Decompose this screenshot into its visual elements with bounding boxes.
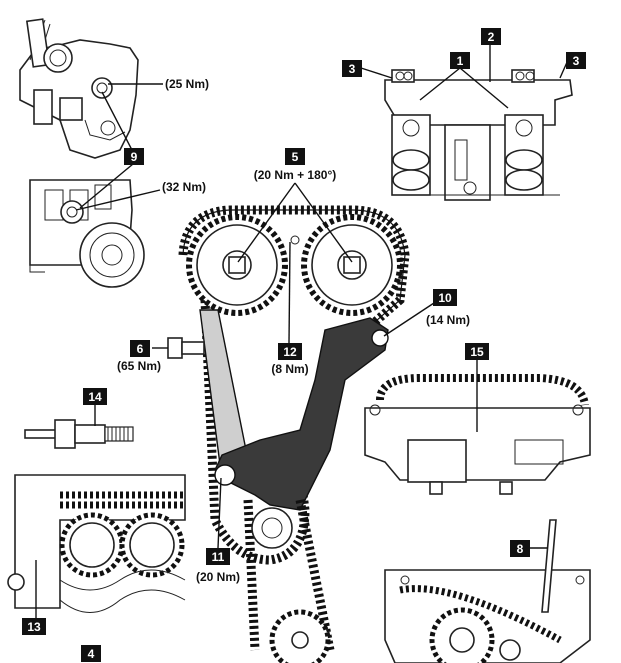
svg-text:10: 10 bbox=[438, 291, 452, 305]
svg-text:14: 14 bbox=[88, 390, 102, 404]
torque-12-label: (8 Nm) bbox=[271, 362, 308, 376]
torque-11-label: (20 Nm) bbox=[196, 570, 240, 584]
sprocket-holding-tool bbox=[7, 474, 186, 613]
svg-text:15: 15 bbox=[470, 345, 484, 359]
callout-12: 12 bbox=[278, 343, 302, 360]
svg-text:1: 1 bbox=[457, 54, 464, 68]
svg-text:3: 3 bbox=[349, 62, 356, 76]
svg-text:2: 2 bbox=[488, 30, 495, 44]
tensioner-bolt bbox=[167, 337, 205, 359]
callout-15: 15 bbox=[465, 343, 489, 360]
svg-text:12: 12 bbox=[283, 345, 297, 359]
callout-9: 9 bbox=[124, 148, 144, 165]
svg-text:8: 8 bbox=[517, 542, 524, 556]
svg-text:4: 4 bbox=[88, 647, 95, 661]
svg-text:11: 11 bbox=[212, 550, 225, 564]
lower-block-detail bbox=[29, 179, 145, 288]
callout-5: 5 bbox=[285, 148, 305, 165]
svg-text:13: 13 bbox=[27, 620, 41, 634]
torque-32nm-label: (32 Nm) bbox=[162, 180, 206, 194]
callout-3-right: 3 bbox=[566, 52, 586, 69]
camshaft-caps-detail bbox=[384, 69, 573, 201]
torque-10-label: (14 Nm) bbox=[426, 313, 470, 327]
lower-chain-detail bbox=[384, 519, 591, 663]
svg-text:9: 9 bbox=[131, 150, 138, 164]
callout-11: 11 bbox=[206, 548, 230, 565]
callout-8: 8 bbox=[510, 540, 530, 557]
svg-text:5: 5 bbox=[292, 150, 299, 164]
svg-text:6: 6 bbox=[137, 342, 144, 356]
svg-text:3: 3 bbox=[573, 54, 580, 68]
callout-4: 4 bbox=[81, 645, 101, 662]
callout-13: 13 bbox=[22, 618, 46, 635]
locking-pin-tool bbox=[24, 419, 134, 449]
callout-10: 10 bbox=[433, 289, 457, 306]
upper-head-detail bbox=[19, 18, 139, 159]
callout-6: 6 bbox=[130, 340, 150, 357]
callout-1: 1 bbox=[450, 52, 470, 69]
callout-2: 2 bbox=[481, 28, 501, 45]
torque-5-label: (20 Nm + 180°) bbox=[254, 168, 337, 182]
torque-25nm-label: (25 Nm) bbox=[165, 77, 209, 91]
camshaft-holder-detail bbox=[364, 374, 591, 495]
timing-chain-assembly bbox=[178, 205, 410, 663]
callout-3-left: 3 bbox=[342, 60, 362, 77]
torque-6-label: (65 Nm) bbox=[117, 359, 161, 373]
callout-14: 14 bbox=[83, 388, 107, 405]
